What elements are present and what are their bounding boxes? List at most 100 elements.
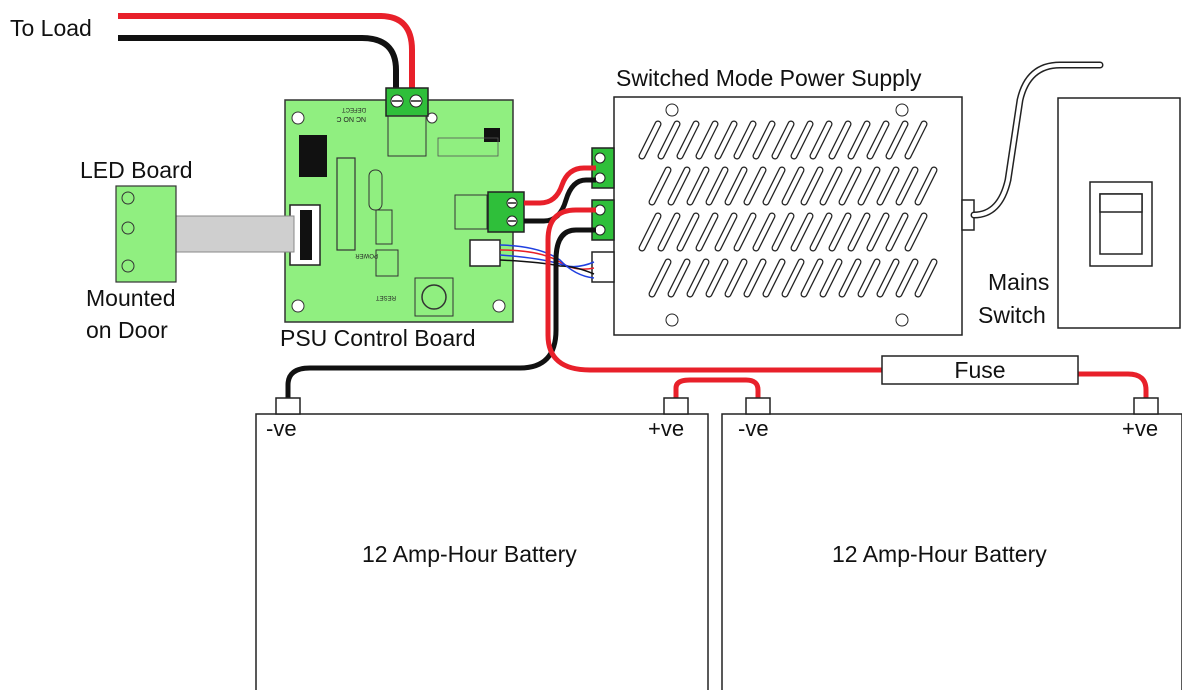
- battery-1-neg-terminal: [275, 397, 301, 415]
- vent-slot-inner: [715, 121, 737, 159]
- board-smps-wires: [499, 165, 596, 279]
- psu-control-board-label: PSU Control Board: [280, 325, 476, 351]
- vent-slot-inner: [639, 121, 661, 159]
- reset-button-footprint: [414, 277, 454, 317]
- vent-slot-inner: [753, 213, 775, 251]
- battery-2-pos-terminal: [1133, 397, 1159, 415]
- vent-slot-inner: [649, 259, 671, 297]
- vent-slot-inner: [668, 259, 690, 297]
- vent-slot-inner: [905, 213, 927, 251]
- vent-slot-inner: [829, 213, 851, 251]
- battery-2-pos-label: +ve: [1122, 416, 1158, 441]
- vent-slot-inner: [915, 259, 937, 297]
- battery-wires: [285, 207, 1149, 400]
- led-board-label: LED Board: [80, 157, 193, 183]
- battery-2-name: 12 Amp-Hour Battery: [832, 541, 1047, 567]
- vent-slot-inner: [677, 121, 699, 159]
- vent-slot-inner: [649, 167, 671, 205]
- vent-slot-inner: [658, 121, 680, 159]
- vent-slot-inner: [839, 167, 861, 205]
- vent-slot-inner: [877, 167, 899, 205]
- psu-control-board: NC NO C DEFECT POWER RESET: [284, 87, 525, 323]
- battery-2: [721, 397, 1182, 695]
- vent-slot-inner: [696, 121, 718, 159]
- vent-slot-inner: [687, 259, 709, 297]
- to-load-label: To Load: [10, 15, 92, 41]
- battery-2-body: [721, 413, 1182, 695]
- board-hole: [426, 112, 438, 124]
- vent-slot-inner: [858, 167, 880, 205]
- vent-slot-inner: [867, 213, 889, 251]
- vent-slot-inner: [772, 121, 794, 159]
- battery-1-pos-label: +ve: [648, 416, 684, 441]
- load-wires: [118, 13, 415, 92]
- vent-slot-inner: [715, 213, 737, 251]
- sense-connector: [469, 239, 501, 267]
- battery-1-pos-terminal: [663, 397, 689, 415]
- vent-slot-inner: [886, 121, 908, 159]
- vent-slot-inner: [696, 213, 718, 251]
- vent-slot-inner: [848, 121, 870, 159]
- vent-slot-inner: [820, 259, 842, 297]
- load-red-wire: [118, 13, 415, 92]
- load-black-wire: [118, 35, 399, 92]
- mounted-label-line1: Mounted: [86, 285, 176, 311]
- vent-slot-inner: [915, 167, 937, 205]
- smps-hole: [665, 313, 679, 327]
- smps-vents: [638, 120, 938, 298]
- vent-slot-inner: [744, 167, 766, 205]
- ribbon-header-pins: [300, 210, 312, 260]
- small-component: [484, 128, 500, 142]
- fuse: [881, 355, 1079, 385]
- vent-slot-inner: [658, 213, 680, 251]
- power-led: [375, 249, 399, 277]
- dip-ic: [336, 157, 356, 251]
- vent-slot-inner: [829, 121, 851, 159]
- battery-2-neg-label: -ve: [738, 416, 769, 441]
- vent-slot-inner: [810, 121, 832, 159]
- vent-slot-inner: [772, 213, 794, 251]
- smps-hole: [665, 103, 679, 117]
- power-silkscreen: POWER: [355, 252, 378, 258]
- vent-slot-inner: [734, 121, 756, 159]
- dc-connector-outline: [454, 194, 488, 230]
- regulator-chip: [299, 135, 327, 177]
- board-hole: [492, 299, 506, 313]
- battery-1: [255, 397, 709, 695]
- board-hole: [291, 111, 305, 125]
- fuse-label: Fuse: [954, 357, 1005, 383]
- relay-sub-silkscreen: DEFECT: [342, 106, 366, 112]
- vent-slot-inner: [896, 167, 918, 205]
- mains-switch: [970, 61, 1181, 329]
- vent-slot-inner: [782, 259, 804, 297]
- silkscreen-area: [437, 137, 499, 157]
- mains-label-line1: Mains: [988, 269, 1049, 295]
- vent-slot-inner: [820, 167, 842, 205]
- vent-slot-inner: [905, 121, 927, 159]
- relay-silkscreen: NC NO C: [336, 115, 366, 122]
- smps-hole: [895, 313, 909, 327]
- vent-slot-inner: [867, 121, 889, 159]
- smps-label: Switched Mode Power Supply: [616, 65, 922, 91]
- vent-slot-inner: [877, 259, 899, 297]
- vent-slot-inner: [886, 213, 908, 251]
- vent-slot-inner: [725, 167, 747, 205]
- vent-slot-inner: [896, 259, 918, 297]
- vent-slot-inner: [791, 213, 813, 251]
- ribbon-cable: [171, 215, 295, 253]
- led-board-assembly: [115, 185, 295, 283]
- vent-slot-inner: [687, 167, 709, 205]
- vent-slot-inner: [706, 259, 728, 297]
- vent-slot-inner: [753, 121, 775, 159]
- smps-unit: [591, 96, 975, 336]
- smps-hole: [895, 103, 909, 117]
- vent-slot-inner: [639, 213, 661, 251]
- relay-footprint: [387, 115, 427, 157]
- vent-slot-inner: [706, 167, 728, 205]
- vent-slot-inner: [763, 259, 785, 297]
- battery-1-name: 12 Amp-Hour Battery: [362, 541, 577, 567]
- led-indicator: [121, 191, 135, 205]
- reset-button: [421, 284, 447, 310]
